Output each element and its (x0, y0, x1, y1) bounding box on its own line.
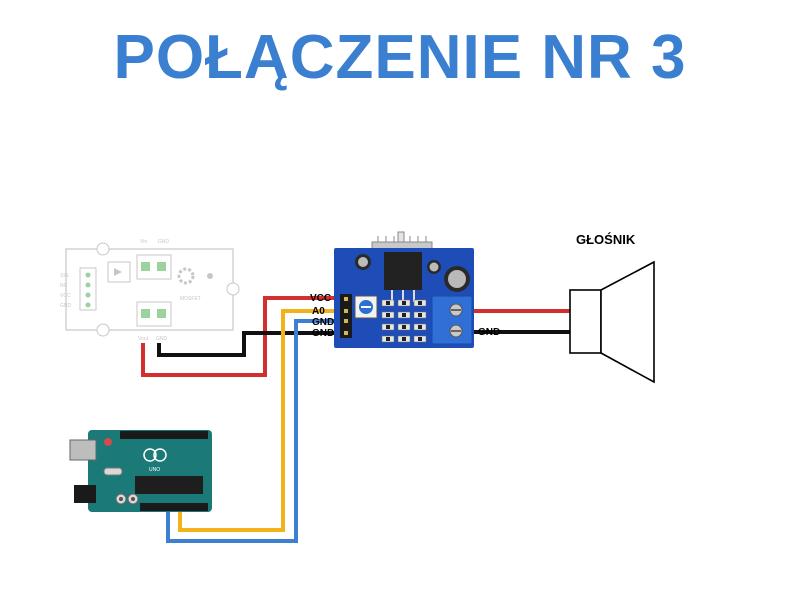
speaker-cone (600, 260, 655, 384)
pin-label-nc: NC (60, 283, 68, 289)
amp-pin-a0: A0 (312, 306, 325, 317)
speaker-magnet (569, 289, 602, 354)
mosfet-module: SIG NC VCC GND Vin GND Vout GND MOSFET (60, 239, 240, 342)
pin-label-vout: Vout (138, 336, 149, 342)
page-title: POŁĄCZENIE NR 3 (113, 23, 687, 92)
input-header (340, 294, 352, 338)
pin-label-sig: SIG (60, 273, 69, 279)
pin-dot (85, 282, 91, 288)
crystal (103, 467, 123, 476)
chip-outline (107, 261, 131, 283)
amplifier-board (334, 231, 474, 348)
amp-pin-gnd-2: GND (312, 328, 334, 339)
pin-label-vin: Vin (140, 239, 147, 245)
arduino-board-text: UNO (149, 467, 160, 473)
gear-icon (177, 267, 195, 285)
heatsink-screw (397, 231, 405, 243)
speaker-icon (569, 260, 655, 384)
pin-dot (85, 292, 91, 298)
top-terminal (136, 254, 172, 280)
chip-arrow (114, 268, 122, 276)
speaker-label: GŁOŚNIK (576, 232, 636, 247)
network-icon (207, 273, 213, 279)
arduino-logo-icon (143, 448, 157, 462)
amp-output-gnd: GND (478, 327, 500, 338)
digital-header (120, 431, 208, 439)
pin-label-gnd: GND (60, 303, 72, 309)
pin-label-vcc: VCC (60, 293, 71, 299)
usb-port (69, 439, 97, 461)
wire-a0-yellow (178, 309, 344, 532)
wires (141, 296, 570, 543)
pin-label-gnd-bottom: GND (156, 336, 168, 342)
amp-pin-gnd-1: GND (312, 317, 334, 328)
bottom-terminal (136, 301, 172, 327)
atmega-chip (135, 476, 203, 494)
terminal-pad (141, 309, 150, 318)
amp-chip (384, 252, 422, 290)
output-terminal (431, 295, 473, 345)
wire-vcc-red (141, 296, 344, 377)
terminal-pad (157, 309, 166, 318)
left-connector (79, 267, 97, 311)
amp-pin-vcc: VCC (310, 293, 331, 304)
mount-hole (96, 323, 110, 337)
wire-gnd-blue (166, 319, 344, 543)
analog-header (140, 503, 208, 511)
wire-gnd-black (157, 331, 344, 357)
pin-dot (85, 272, 91, 278)
pin-label-gnd-top: GND (158, 239, 170, 245)
terminal-pad (141, 262, 150, 271)
power-jack (74, 485, 96, 503)
mount-hole (96, 242, 110, 256)
mount-hole (226, 282, 240, 296)
reset-button (104, 438, 112, 446)
pin-dot (85, 302, 91, 308)
module-name: MOSFET (180, 296, 201, 302)
arduino-board: UNO (69, 430, 212, 512)
terminal-pad (157, 262, 166, 271)
